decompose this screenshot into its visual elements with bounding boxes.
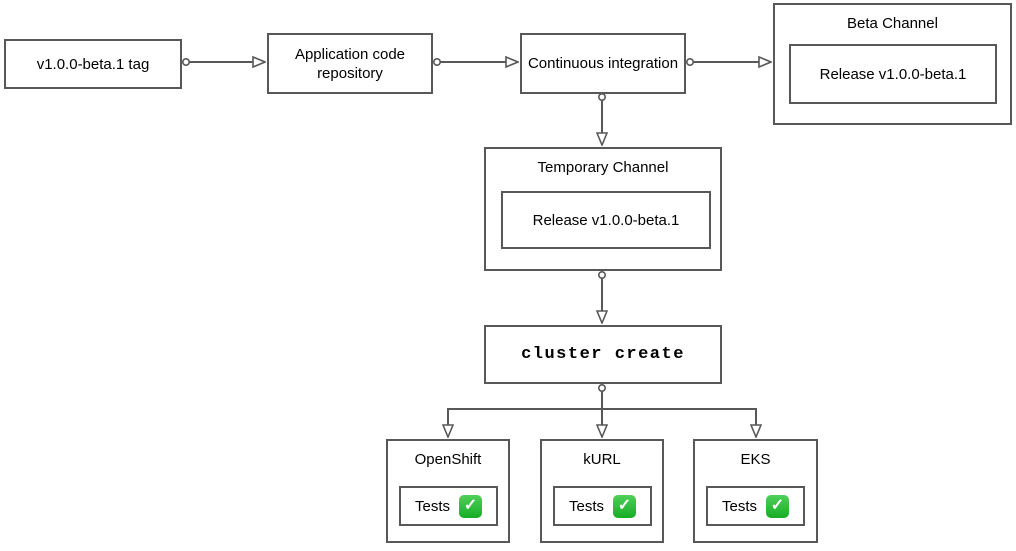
node-temporary-channel-title: Temporary Channel — [537, 159, 669, 176]
check-glyph: ✓ — [463, 497, 478, 514]
node-eks-tests-label: Tests — [721, 497, 757, 515]
connector-branch-to-eks — [602, 408, 756, 437]
node-version-tag: v1.0.0-beta.1 tag — [4, 39, 182, 89]
node-temporary-channel-release: Release v1.0.0-beta.1 — [501, 191, 711, 249]
node-continuous-integration: Continuous integration — [520, 33, 686, 94]
node-beta-channel-release-label: Release v1.0.0-beta.1 — [819, 65, 967, 83]
node-application-code-repository: Application code repository — [267, 33, 433, 94]
check-icon: ✓ — [613, 494, 636, 518]
node-beta-channel: Beta Channel Release v1.0.0-beta.1 — [773, 3, 1012, 125]
node-beta-channel-title: Beta Channel — [847, 15, 938, 32]
node-kurl-tests: Tests ✓ — [553, 486, 652, 526]
node-eks-title: EKS — [740, 451, 771, 468]
node-temporary-channel-release-label: Release v1.0.0-beta.1 — [532, 211, 680, 229]
check-glyph: ✓ — [617, 497, 632, 514]
node-openshift-tests-label: Tests — [414, 497, 450, 515]
node-eks: EKS Tests ✓ — [693, 439, 818, 543]
node-temporary-channel: Temporary Channel Release v1.0.0-beta.1 — [484, 147, 722, 271]
check-icon: ✓ — [459, 494, 482, 518]
node-cluster-create-label: cluster create — [521, 345, 685, 364]
node-cluster-create: cluster create — [484, 325, 722, 384]
check-glyph: ✓ — [770, 497, 785, 514]
node-kurl: kURL Tests ✓ — [540, 439, 664, 543]
node-openshift-tests: Tests ✓ — [399, 486, 498, 526]
node-openshift: OpenShift Tests ✓ — [386, 439, 510, 543]
node-version-tag-label: v1.0.0-beta.1 tag — [36, 55, 150, 73]
connector-branch-to-openshift — [448, 408, 602, 437]
node-kurl-tests-label: Tests — [568, 497, 604, 515]
node-application-code-repository-label: Application code repository — [294, 45, 406, 82]
node-kurl-title: kURL — [583, 451, 621, 468]
node-openshift-title: OpenShift — [414, 451, 482, 468]
node-continuous-integration-label: Continuous integration — [527, 55, 679, 72]
node-beta-channel-release: Release v1.0.0-beta.1 — [789, 44, 997, 104]
check-icon: ✓ — [766, 494, 789, 518]
node-eks-tests: Tests ✓ — [706, 486, 805, 526]
